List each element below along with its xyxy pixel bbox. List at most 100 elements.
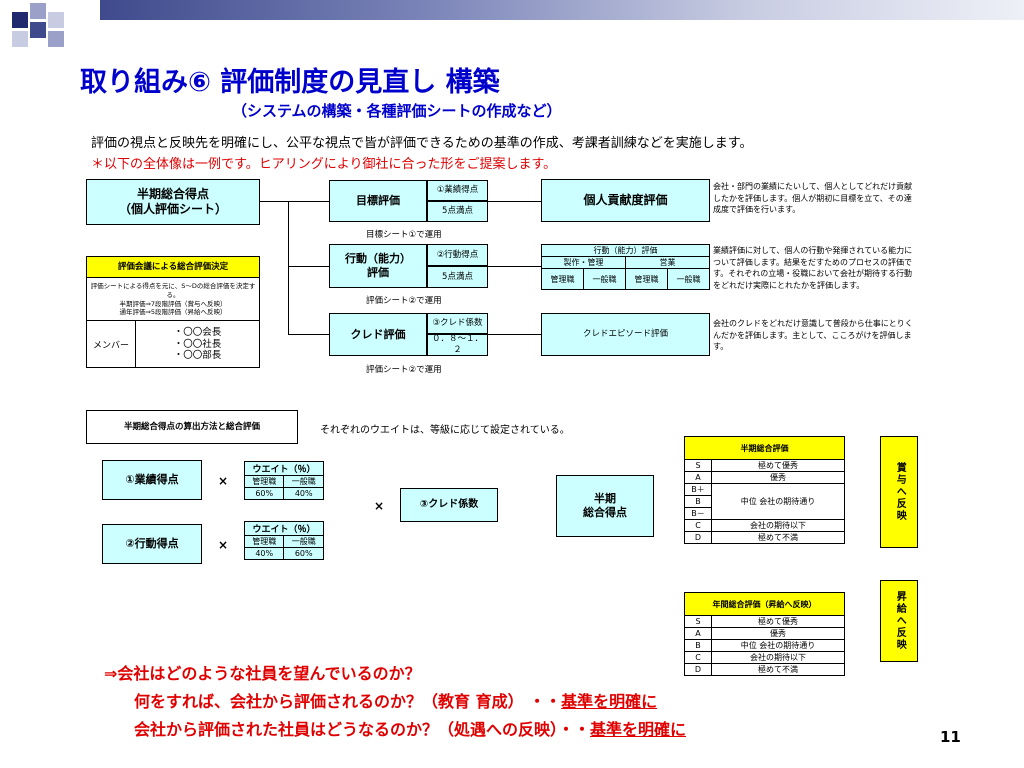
- question-3-text: 会社から評価された社員はどうなるのか？（処遇への反映）・・: [134, 720, 591, 739]
- action-eval-box: 行動（能力） 評価: [329, 244, 427, 288]
- credo-eval-tag: ③クレド係数: [427, 313, 488, 334]
- grade-text: 極めて優秀: [711, 615, 845, 628]
- personal-contribution-box: 個人貢献度評価: [541, 179, 710, 222]
- question-2-text: 何をすれば、会社から評価されるのか？（教育 育成） ・・: [134, 692, 562, 711]
- credo-coef-box: ③クレド係数: [400, 488, 498, 522]
- action-eval-tag: ②行動得点: [427, 244, 488, 266]
- grade-text: 会社の期待以下: [711, 519, 845, 532]
- action-eval-cell: 管理職: [625, 268, 668, 290]
- connector: [288, 201, 289, 334]
- question-1: ⇒会社はどのような社員を望んでいるのか？: [104, 664, 421, 683]
- grade-text: 中位 会社の期待通り: [711, 639, 845, 652]
- connector: [288, 266, 329, 267]
- slide-title: 取り組み⑥ 評価制度の見直し 構築: [80, 67, 500, 98]
- page-number: 11: [940, 728, 961, 746]
- goal-eval-tag: ①業績得点: [427, 180, 488, 201]
- grade-text: 優秀: [711, 627, 845, 640]
- grade-text: 極めて不満: [711, 531, 845, 544]
- connector: [488, 201, 541, 202]
- action-eval-desc: 業績評価に対して、個人の行動や発揮されている能力について評価します。結果をだすた…: [713, 246, 913, 290]
- member-label: メンバー: [87, 321, 136, 368]
- credo-eval-desc: 会社のクレドをどれだけ意識して普段から仕事にとりくんだかを評価します。主として、…: [713, 319, 913, 352]
- action-eval-table-header: 行動（能力）評価: [541, 244, 710, 257]
- slide-subtitle: （システムの構築・各種評価シートの作成など）: [232, 102, 562, 120]
- question-3-emphasis: 基準を明確に: [590, 720, 687, 739]
- grade: S: [684, 459, 712, 472]
- action-eval-cell: 一般職: [583, 268, 626, 290]
- connector: [260, 201, 288, 202]
- grade: S: [684, 615, 712, 628]
- perf-score-box: ①業績得点: [102, 460, 202, 500]
- weight-title: ウエイト（％）: [244, 521, 324, 536]
- question-2-emphasis: 基準を明確に: [561, 692, 658, 711]
- grade: D: [684, 663, 712, 676]
- times-sign: ×: [374, 499, 385, 513]
- annual-eval-title: 年間総合評価（昇給へ反映）: [684, 592, 845, 616]
- council-text: 評価シートによる得点を元に、S～Dの総合評価を決定する。 半期評価⇒7段階評価（…: [87, 278, 259, 321]
- header-square: [30, 3, 46, 19]
- grade: B－: [684, 507, 712, 520]
- raise-reflect-label: 昇給へ反映: [880, 580, 918, 662]
- weight-table-action: ウエイト（％） 管理職一般職 40%60%: [243, 521, 324, 560]
- weight-value: 60%: [283, 547, 324, 560]
- grade-text: 会社の期待以下: [711, 651, 845, 664]
- header-square: [30, 22, 46, 38]
- half-term-total-box: 半期 総合得点: [556, 475, 654, 537]
- weight-col: 管理職: [243, 535, 285, 548]
- action-eval-group: 営業: [625, 256, 710, 269]
- grade: C: [684, 519, 712, 532]
- credo-eval-sheet: 評価シート②で運用: [366, 365, 442, 375]
- weight-value: 60%: [243, 487, 285, 500]
- grade: A: [684, 471, 712, 484]
- connector: [488, 334, 541, 335]
- weight-col: 管理職: [243, 475, 285, 488]
- weight-title: ウエイト（％）: [244, 461, 324, 476]
- action-eval-group: 製作・管理: [541, 256, 626, 269]
- goal-eval-desc: 会社・部門の業績にたいして、個人としてどれだけ貢献したかを評価します。個人が期初…: [713, 182, 913, 215]
- council-box: 評価会議による総合評価決定 評価シートによる得点を元に、S～Dの総合評価を決定す…: [86, 256, 260, 368]
- connector: [488, 266, 541, 267]
- times-sign: ×: [218, 538, 229, 552]
- goal-eval-sub: 5点満点: [427, 201, 488, 222]
- goal-eval-sheet: 目標シート①で運用: [366, 230, 442, 240]
- question-3: 会社から評価された社員はどうなるのか？（処遇への反映）・・基準を明確に: [134, 716, 686, 740]
- question-2: 何をすれば、会社から評価されるのか？（教育 育成） ・・基準を明確に: [134, 688, 657, 712]
- action-eval-cell: 一般職: [667, 268, 710, 290]
- weight-value: 40%: [283, 487, 324, 500]
- connector: [288, 334, 329, 335]
- half-eval-title: 半期総合評価: [684, 436, 845, 460]
- header-gradient-bar: [100, 0, 1024, 20]
- grade-text: 中位 会社の期待通り: [711, 483, 845, 520]
- calc-heading-note: それぞれのウエイトは、等級に応じて設定されている。: [320, 425, 570, 436]
- half-term-score-box: 半期総合得点 （個人評価シート）: [86, 179, 260, 225]
- action-score-box: ②行動得点: [102, 524, 202, 564]
- grade: C: [684, 651, 712, 664]
- bonus-reflect-text: 賞与へ反映: [894, 462, 906, 522]
- action-eval-table: 行動（能力）評価 製作・管理 営業 管理職 一般職 管理職 一般職: [541, 244, 710, 290]
- header-square: [12, 12, 28, 28]
- grade: B: [684, 495, 712, 508]
- raise-reflect-text: 昇給へ反映: [894, 591, 906, 651]
- grade: B＋: [684, 483, 712, 496]
- action-eval-cell: 管理職: [541, 268, 584, 290]
- grade-text: 優秀: [711, 471, 845, 484]
- goal-eval-box: 目標評価: [329, 180, 427, 222]
- weight-col: 一般職: [283, 535, 324, 548]
- header-square: [48, 31, 64, 47]
- action-eval-sub: 5点満点: [427, 266, 488, 288]
- note-text: ＊以下の全体像は一例です。ヒアリングにより御社に合った形をご提案します。: [91, 157, 557, 172]
- credo-episode-box: クレドエピソード評価: [541, 313, 710, 356]
- grade-text: 極めて不満: [711, 663, 845, 676]
- weight-value: 40%: [243, 547, 285, 560]
- action-eval-sheet: 評価シート②で運用: [366, 296, 442, 306]
- times-sign: ×: [218, 474, 229, 488]
- grade: A: [684, 627, 712, 640]
- header-square: [48, 12, 64, 28]
- header-square: [12, 31, 28, 47]
- grade: B: [684, 639, 712, 652]
- council-title: 評価会議による総合評価決定: [87, 257, 259, 278]
- member-list: ・〇〇会長 ・〇〇社長 ・〇〇部長: [173, 326, 222, 362]
- bonus-reflect-label: 賞与へ反映: [880, 436, 918, 548]
